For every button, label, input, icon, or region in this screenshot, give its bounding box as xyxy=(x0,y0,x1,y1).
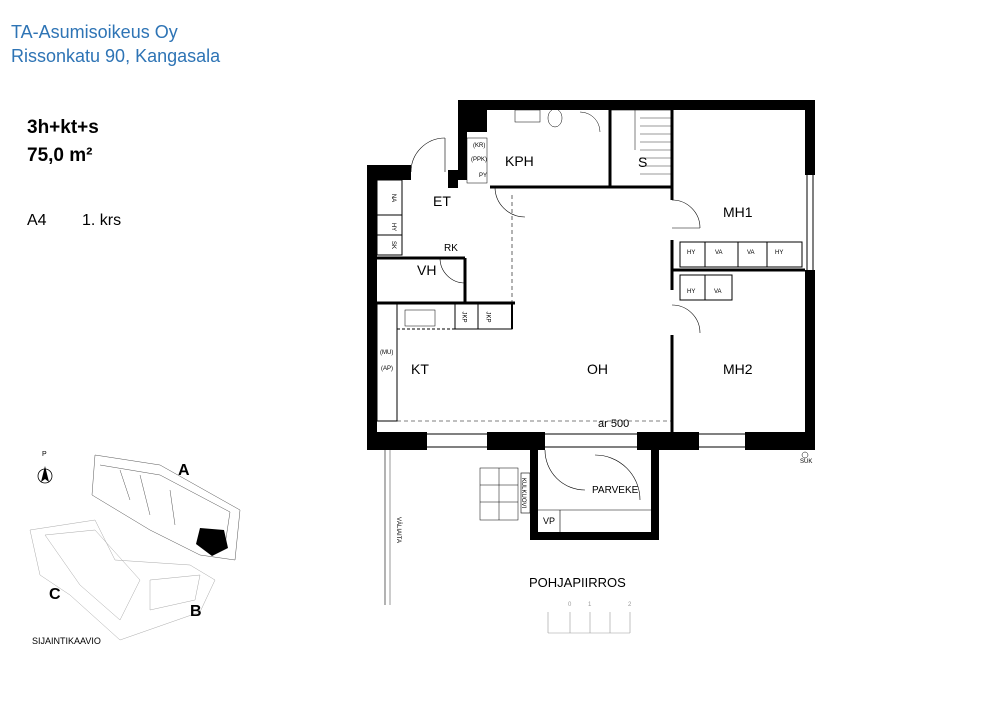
fixture-hy-label: HY xyxy=(390,222,397,232)
room-s-label: S xyxy=(638,154,648,170)
block-a-label: A xyxy=(178,462,190,479)
room-et-label: ET xyxy=(433,193,451,209)
fixture-kr-label: (KR) xyxy=(473,143,486,149)
mh1-wardrobe-va-1: VA xyxy=(715,250,723,256)
room-mh2-label: MH2 xyxy=(723,361,753,377)
mh1-wardrobe-hy-1: HY xyxy=(687,250,696,256)
fixture-ap-label: (AP) xyxy=(381,366,393,372)
apartment-type: 3h+kt+s xyxy=(27,117,99,138)
fixture-valiaita-label: VÄLIAITA xyxy=(394,517,401,543)
scale-tick-0: 0 xyxy=(568,602,572,608)
apartment-code: A4 xyxy=(27,212,47,229)
north-arrow-icon xyxy=(37,466,53,484)
fixture-na-label: NA xyxy=(390,193,397,203)
fixture-kulkuovi-label: KULKUOVI xyxy=(520,477,527,509)
scale-tick-1: 1 xyxy=(588,602,592,608)
dimension-ar500-label: ar 500 xyxy=(598,418,630,430)
north-label: P xyxy=(42,451,47,458)
address: Rissonkatu 90, Kangasala xyxy=(11,46,221,66)
room-vh-label: VH xyxy=(417,262,437,278)
interior-walls xyxy=(376,108,814,605)
room-rk-label: RK xyxy=(444,243,458,254)
fixture-py-label: PY xyxy=(479,173,488,179)
scale-tick-2: 2 xyxy=(628,602,632,608)
mh1-wardrobe-hy-2: HY xyxy=(775,250,784,256)
room-vp-label: VP xyxy=(543,516,556,526)
room-oh-label: OH xyxy=(587,361,608,377)
apartment-area: 75,0 m² xyxy=(27,145,93,166)
plan-title: POHJAPIIRROS xyxy=(529,575,626,590)
walls xyxy=(367,100,815,540)
fixture-sk-label: SK xyxy=(390,240,397,250)
fixture-suk-label: SUK xyxy=(800,459,813,465)
fixture-jkp-label-2: JKP xyxy=(484,311,491,323)
block-b-label: B xyxy=(190,603,202,620)
block-c-label: C xyxy=(49,586,61,603)
company-name: TA-Asumisoikeus Oy xyxy=(11,22,178,42)
mh2-wardrobe-hy: HY xyxy=(687,289,696,295)
site-plan-highlight xyxy=(196,528,228,556)
fixture-jkp-label-1: JKP xyxy=(460,311,467,323)
mh2-wardrobe-va: VA xyxy=(714,289,722,295)
room-parveke-label: PARVEKE xyxy=(592,485,639,496)
mh1-wardrobe-va-2: VA xyxy=(747,250,755,256)
fixture-ppk-label: (PPK) xyxy=(471,157,488,163)
floor-label: 1. krs xyxy=(82,212,122,229)
site-plan xyxy=(29,454,241,641)
room-kt-label: KT xyxy=(411,361,429,377)
site-plan-caption: SIJAINTIKAAVIO xyxy=(32,636,101,646)
room-mh1-label: MH1 xyxy=(723,204,753,220)
room-kph-label: KPH xyxy=(505,153,534,169)
scale-bar xyxy=(547,612,631,634)
fixture-mu-label: (MU) xyxy=(380,350,394,356)
